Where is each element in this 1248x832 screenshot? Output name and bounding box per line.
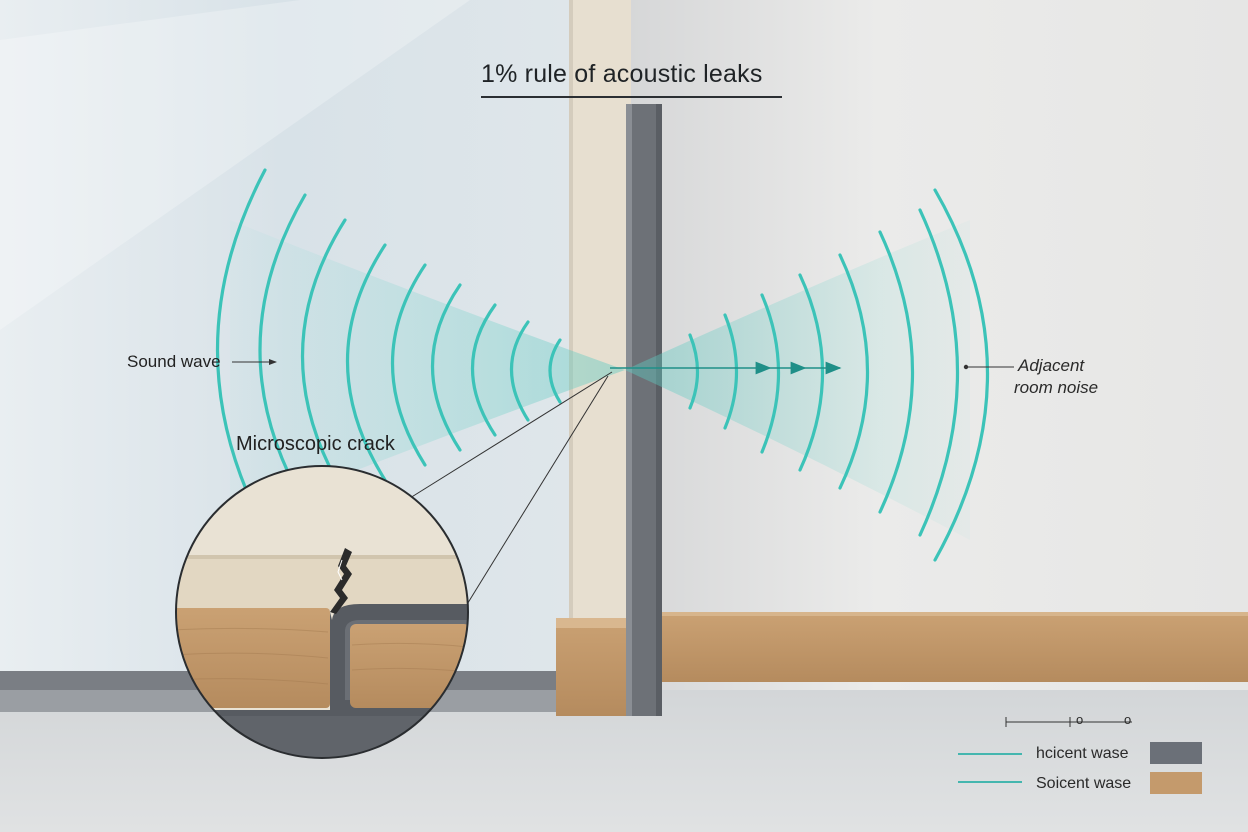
adjacent-room-label: Adjacent room noise: [1014, 355, 1098, 399]
crack: [330, 548, 352, 614]
sound-cone-right: [625, 220, 970, 540]
legend-scale-mark-2: o: [1124, 712, 1132, 727]
adjacent-label-line1: Adjacent: [1018, 356, 1085, 375]
legend-label-2: Soicent wase: [1036, 775, 1132, 792]
crack-magnifier: [176, 466, 468, 758]
microscopic-crack-label: Microscopic crack: [236, 433, 395, 455]
sound-wave-label: Sound wave: [127, 352, 221, 371]
magnifier-connectors: [409, 371, 613, 607]
sound-waves-right: [688, 188, 989, 562]
adjacent-label-line2: room noise: [1014, 378, 1099, 397]
diagram-title: 1% rule of acoustic leaks: [481, 60, 763, 88]
legend-scale-mark-1: o: [1076, 712, 1084, 727]
legend-label-1: hcicent wase: [1036, 745, 1129, 762]
wall-panel-face: [569, 0, 631, 640]
sound-waves-left: [215, 168, 562, 532]
wall-wood-block: [556, 618, 626, 716]
right-baseboard: [662, 614, 1248, 682]
legend-scale: [1005, 717, 1132, 727]
title-underline: [481, 96, 782, 98]
light-ray: [0, 0, 470, 330]
legend-swatch-1: [1150, 742, 1202, 764]
sound-cone-left: [230, 220, 625, 520]
legend-swatch-2: [1150, 772, 1202, 794]
